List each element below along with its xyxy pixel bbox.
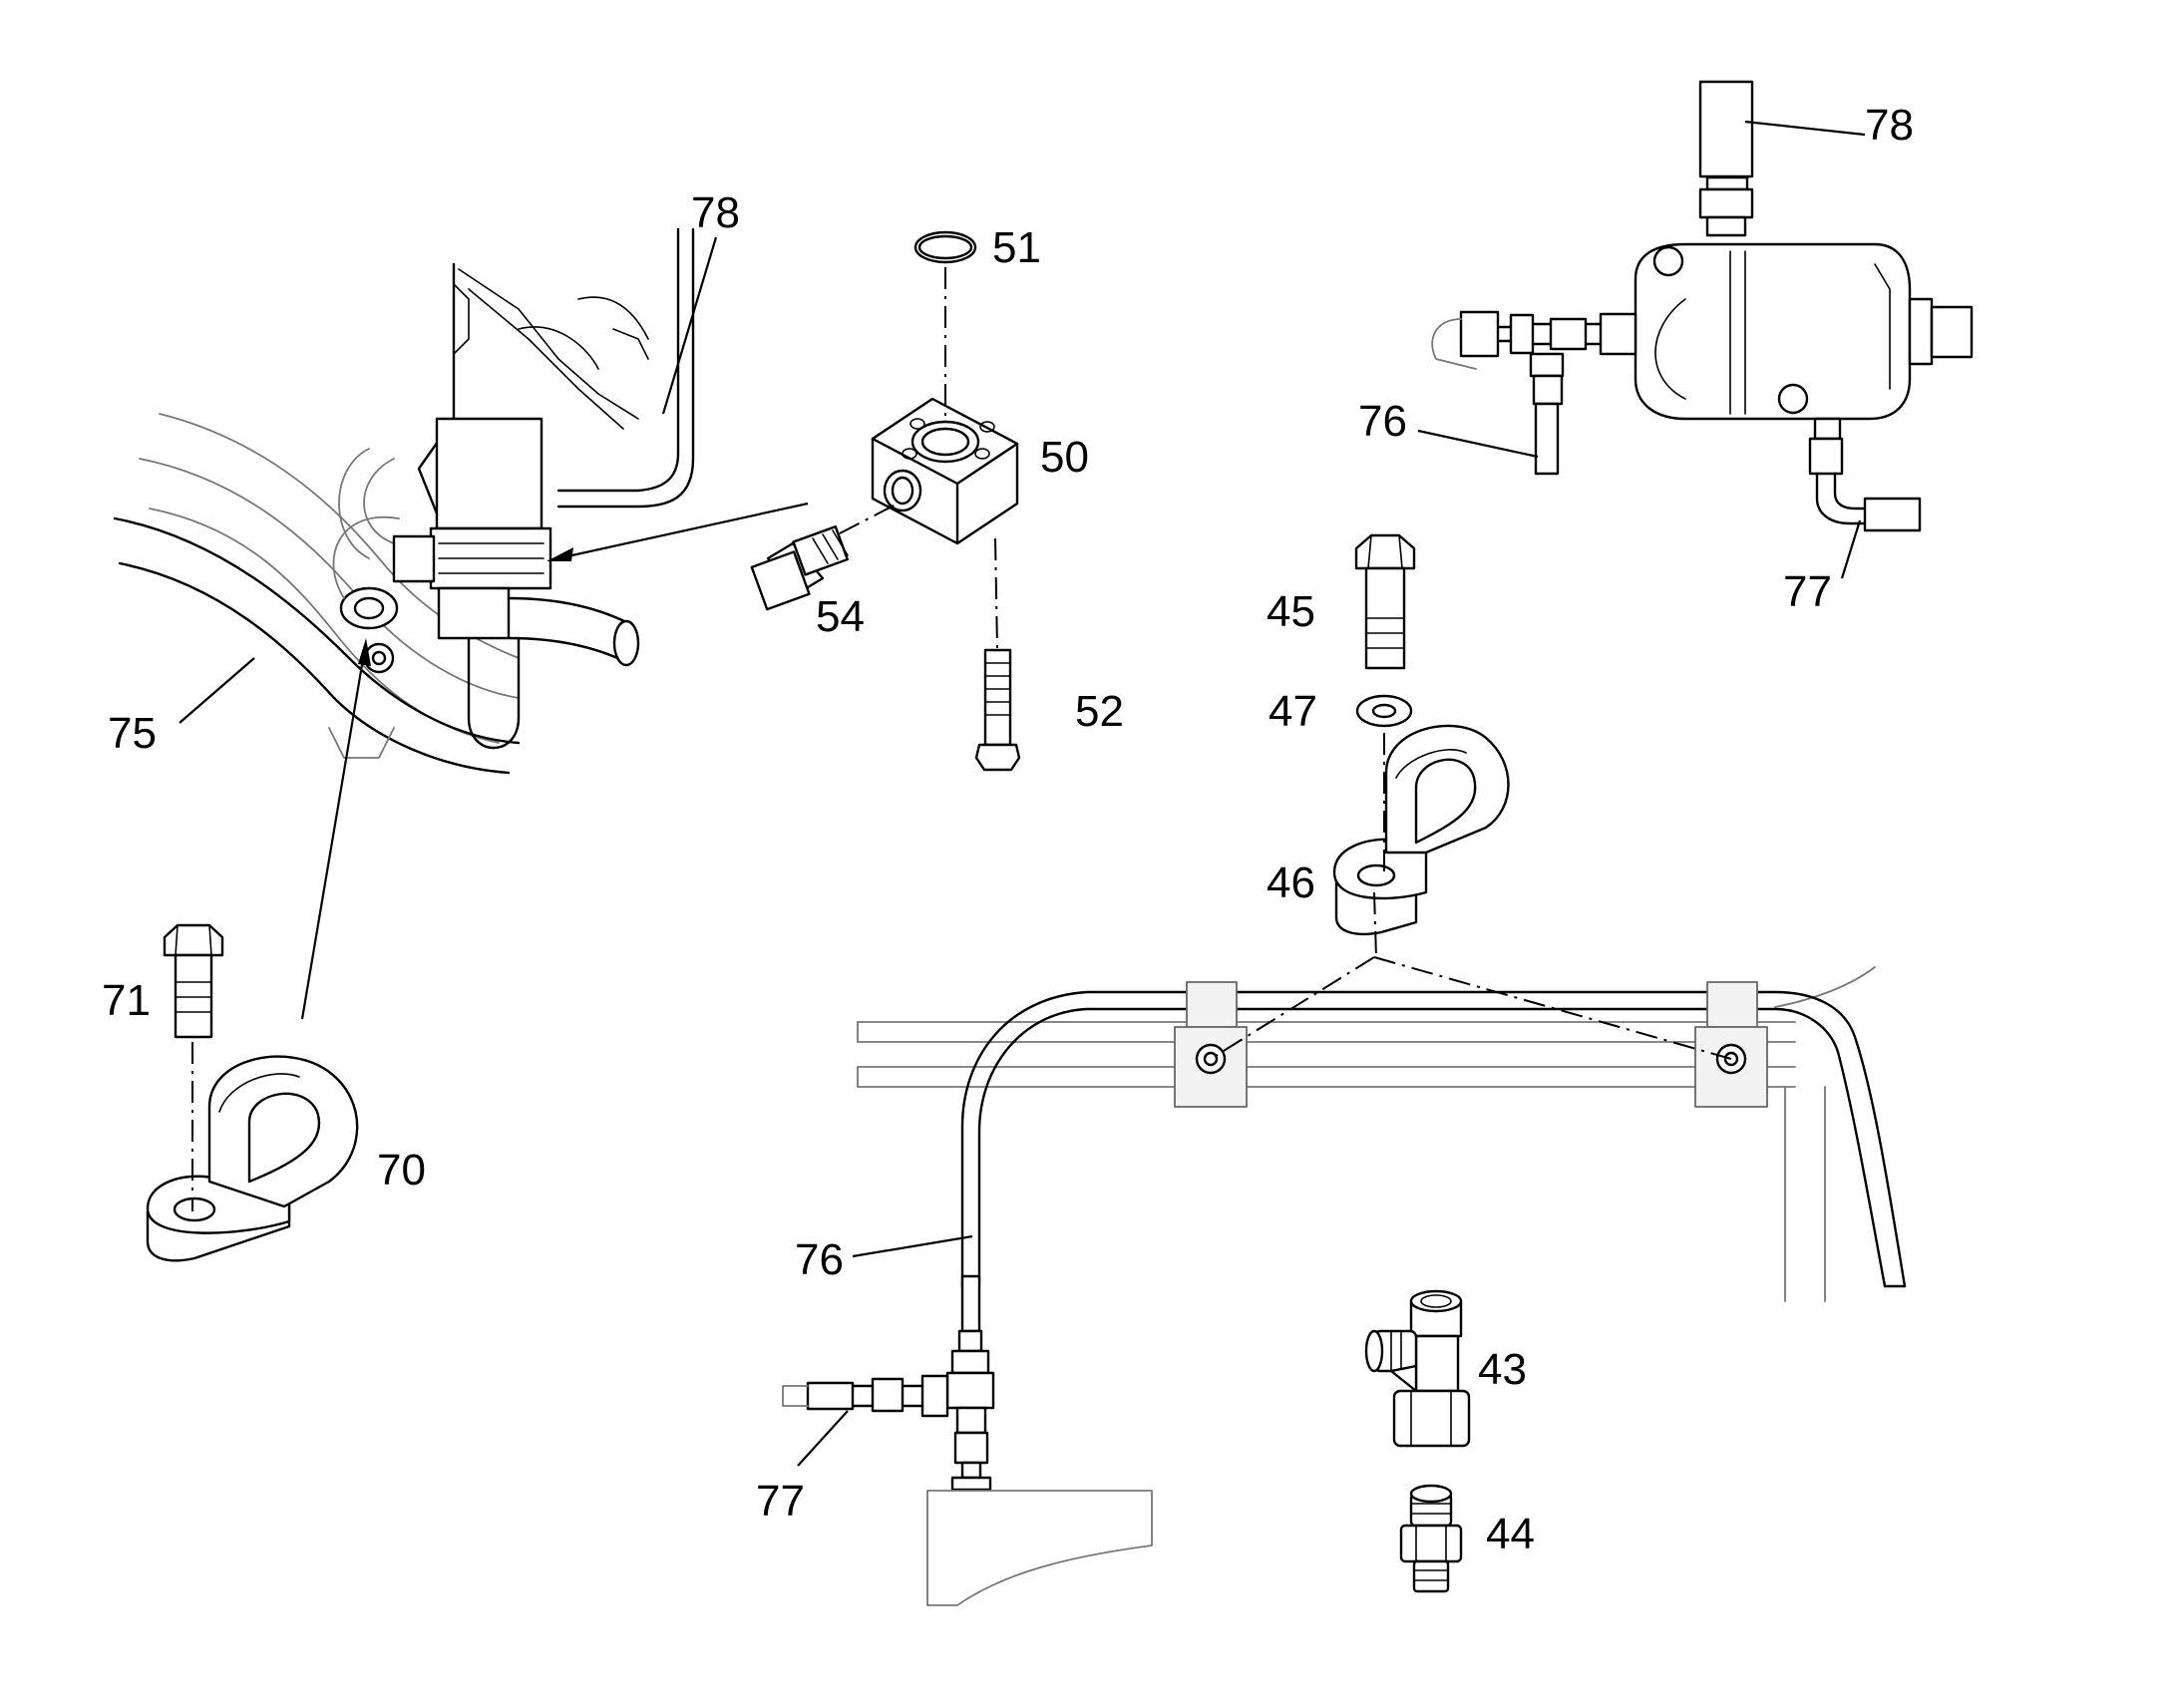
callout-54: 54 [816,592,865,641]
fitting-44 [1399,1484,1463,1593]
callout-77-top: 77 [1783,567,1832,616]
callout-78-left: 78 [691,188,740,237]
callout-52: 52 [1075,687,1124,736]
bolt-45 [1354,533,1416,670]
fitting-43 [1364,1289,1471,1448]
callout-47: 47 [1269,687,1317,736]
block-50 [871,397,1019,545]
callout-71: 71 [102,976,151,1025]
rail-dash-lines [1210,956,1732,1060]
rail-leaders [797,1234,973,1467]
pump-leaders [1417,120,1866,579]
misc-leaders [179,236,718,724]
fitting-54 [750,524,849,611]
oring-51 [913,230,977,264]
callout-75: 75 [108,709,157,758]
callout-76-top: 76 [1358,397,1407,446]
callout-43: 43 [1478,1345,1527,1394]
rail-assembly-illustration [782,966,1907,1606]
bolt-52 [974,648,1021,772]
callout-78-top: 78 [1865,101,1914,150]
block-dash-lines [839,267,998,649]
pump-assembly-illustration [1431,80,1974,532]
assembly-arrow [546,502,809,561]
callout-51: 51 [992,223,1041,272]
callout-70: 70 [377,1146,426,1195]
clamp-70 [146,1055,359,1262]
callout-76-bottom: 76 [795,1235,844,1284]
washer-47 [1355,694,1413,728]
callout-45: 45 [1267,587,1315,636]
callout-77-bottom: 77 [756,1477,805,1526]
bolt-71 [163,923,224,1039]
callout-50: 50 [1040,433,1089,482]
callout-44: 44 [1486,1510,1535,1558]
left-assembly-illustration [113,227,695,775]
clamp-46 [1332,724,1510,936]
clamp-arrow [300,638,371,1020]
clamp-46-dash [1373,733,1385,958]
callout-46: 46 [1267,858,1315,907]
